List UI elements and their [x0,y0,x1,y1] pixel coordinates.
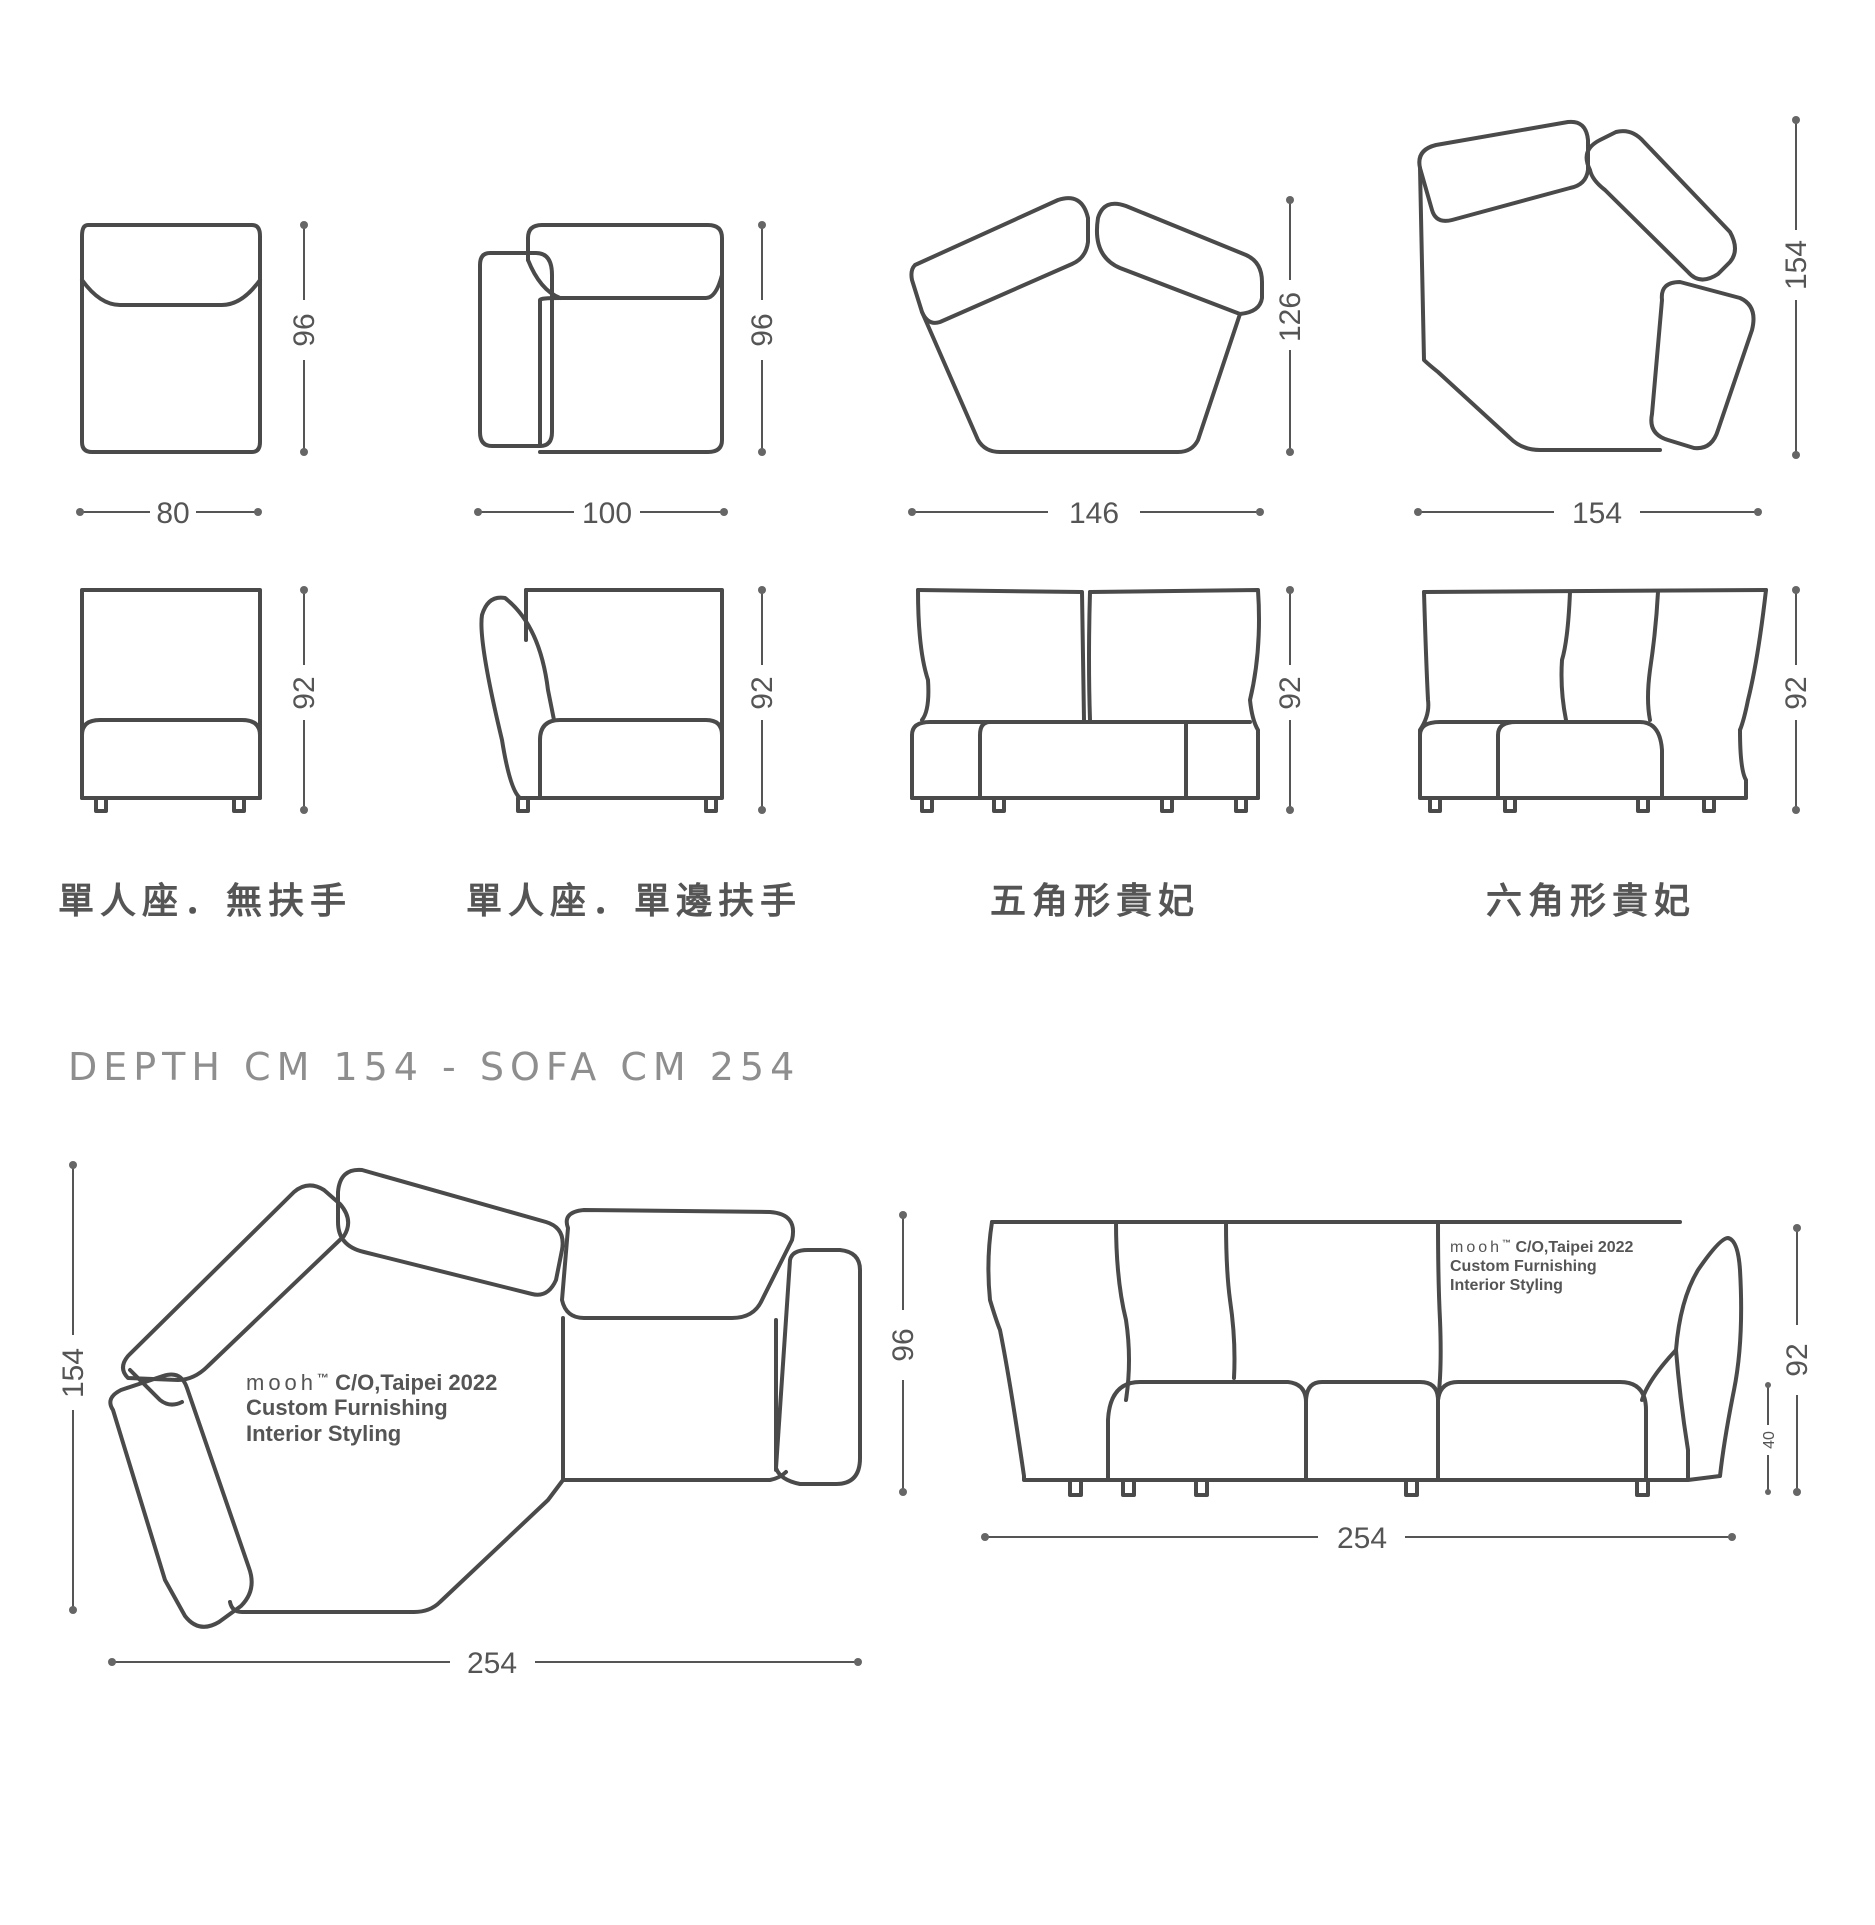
module4-width-label: 154 [1572,497,1622,530]
module2-plan [478,223,724,454]
module1-width-label: 80 [156,497,189,530]
module4-plan [1417,119,1756,452]
combo-module-depth-label: 96 [887,1328,920,1361]
module3-depth-label: 126 [1274,292,1307,342]
module1-plan [80,223,262,454]
combo-front [986,1220,1744,1497]
watermark-plan-line3: Interior Styling [246,1421,401,1446]
module3-name: 五角形貴妃 [989,881,1200,922]
combo-front-height-label: 92 [1781,1343,1814,1376]
module3-plan [909,196,1264,454]
module1-front [80,588,262,813]
watermark-front-line2: Custom Furnishing [1450,1258,1597,1275]
watermark-front-line3: Interior Styling [1450,1277,1563,1294]
module2-depth-label: 96 [746,313,779,346]
combo-seat-height-label: 40 [1761,1431,1778,1449]
module1-height-label: 92 [288,676,321,709]
module2-width-label: 100 [582,497,632,530]
watermark-front-line1: mooh™ C/O,Taipei 2022 [1450,1238,1634,1256]
module2-height-label: 92 [746,676,779,709]
module4-name: 六角形貴妃 [1485,881,1696,922]
module1-depth-label: 96 [288,313,321,346]
module4-front [1418,588,1768,813]
module2-front [479,588,724,813]
module3-height-label: 92 [1274,676,1307,709]
combo-plan [108,1167,862,1629]
module2-name: 單人座．單邊扶手 [466,881,803,922]
combo-plan-width-label: 254 [467,1647,517,1680]
watermark-plan-line2: Custom Furnishing [246,1395,448,1420]
combo-plan-depth-label: 154 [57,1348,90,1398]
module3-front [910,588,1261,813]
module3-width-label: 146 [1069,497,1119,530]
watermark-plan-line1: mooh™ C/O,Taipei 2022 [246,1370,497,1395]
module4-height-label: 92 [1780,676,1813,709]
combo-front-width-label: 254 [1337,1522,1387,1555]
module1-name: 單人座．無扶手 [58,881,353,922]
combo-title: DEPTH CM 154 - SOFA CM 254 [68,1045,801,1089]
module4-depth-label: 154 [1780,240,1813,290]
dimension-lines [69,116,1801,1666]
